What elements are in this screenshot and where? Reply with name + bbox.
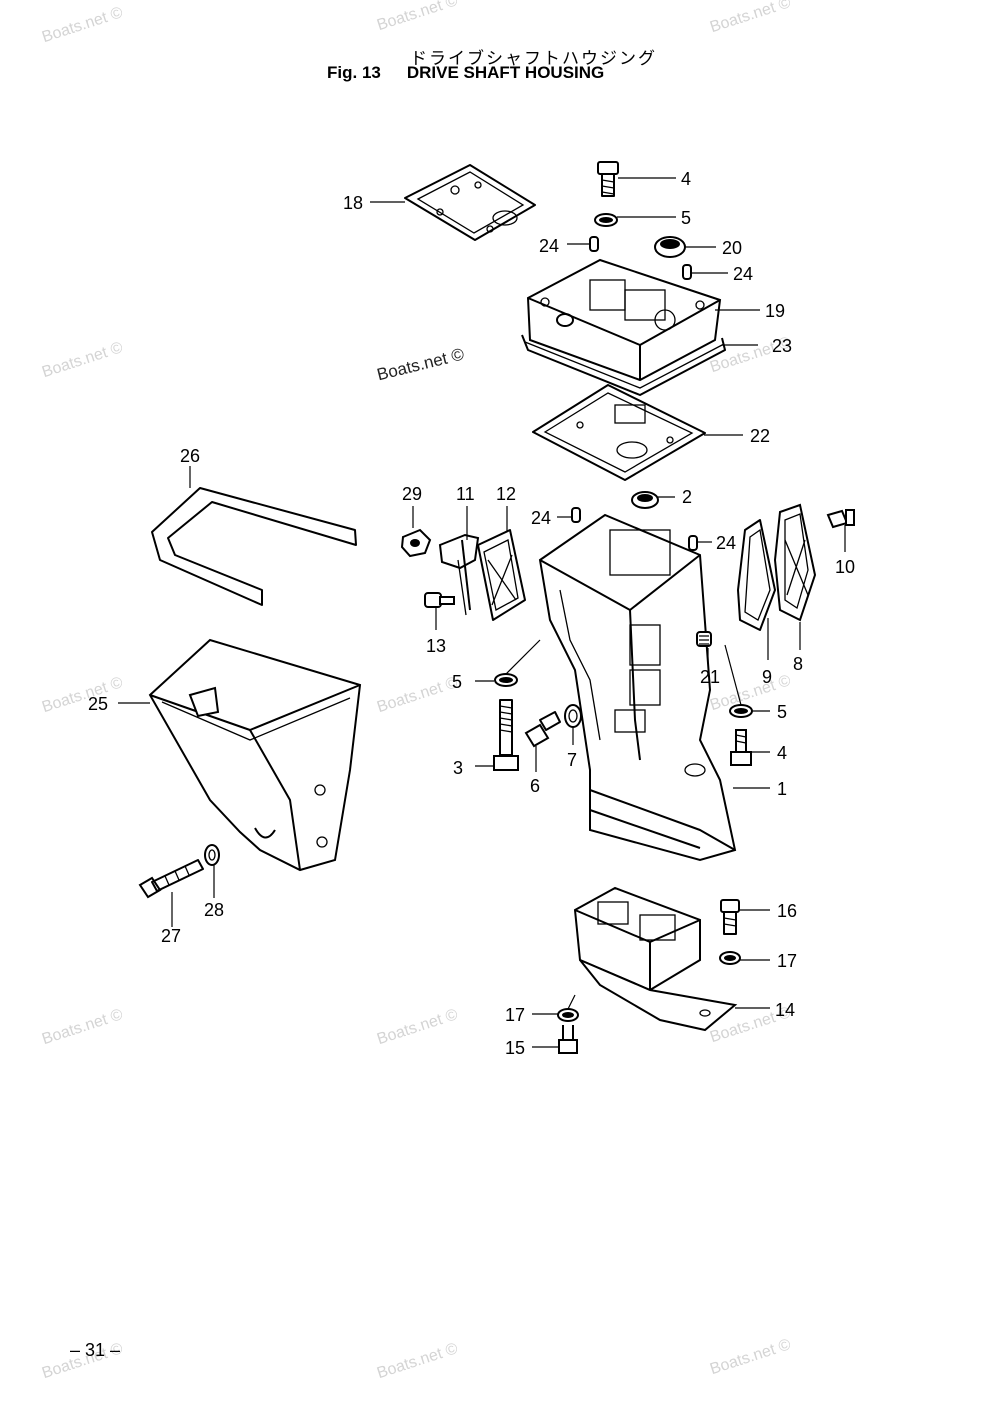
callout-3: 3 [453, 758, 463, 778]
part-29-grommet [400, 528, 432, 558]
part-27-bolt [138, 859, 204, 899]
part-6-bolt [524, 711, 561, 748]
callout-23: 23 [772, 336, 792, 356]
callout-13: 13 [426, 636, 446, 656]
callout-17: 17 [777, 951, 797, 971]
figure-title: Fig. 13 DRIVE SHAFT HOUSING [327, 63, 604, 83]
callout-24: 24 [716, 533, 736, 553]
callout-14: 14 [775, 1000, 795, 1020]
figure-number: Fig. 13 [327, 63, 381, 82]
part-19-mount-plate [526, 258, 722, 382]
callout-27: 27 [161, 926, 181, 946]
part-24-dowel [682, 264, 692, 280]
callout-5: 5 [777, 702, 787, 722]
callout-19: 19 [765, 301, 785, 321]
callout-9: 9 [762, 667, 772, 687]
part-24-dowel [688, 535, 698, 551]
callout-7: 7 [567, 750, 577, 770]
callout-4: 4 [681, 169, 691, 189]
callout-15: 15 [505, 1038, 525, 1058]
part-5-washer [494, 673, 518, 687]
part-1-drive-shaft-housing [538, 513, 737, 862]
callout-24: 24 [539, 236, 559, 256]
callout-24: 24 [531, 508, 551, 528]
callout-17: 17 [505, 1005, 525, 1025]
part-9-gasket [737, 519, 776, 631]
part-18-gasket [404, 164, 536, 241]
callout-2: 2 [682, 487, 692, 507]
part-14-anti-ventilation-plate [573, 886, 738, 1032]
callout-12: 12 [496, 484, 516, 504]
part-23-gasket [521, 334, 726, 396]
part-12-gasket [477, 529, 526, 621]
callout-22: 22 [750, 426, 770, 446]
part-25-lower-cover [148, 638, 362, 872]
callout-16: 16 [777, 901, 797, 921]
part-15-bolt [558, 1025, 578, 1054]
part-10-bolt [826, 509, 855, 529]
part-20-oil-seal [654, 236, 686, 258]
callout-21: 21 [700, 667, 720, 687]
part-24-dowel [571, 507, 581, 523]
part-22-gasket [532, 384, 706, 481]
callout-11: 11 [456, 484, 475, 504]
callout-28: 28 [204, 900, 224, 920]
part-11-bracket [438, 533, 480, 616]
part-8-cover [773, 503, 817, 622]
callout-26: 26 [180, 446, 200, 466]
callout-4: 4 [777, 743, 787, 763]
figure-name: DRIVE SHAFT HOUSING [406, 63, 605, 82]
callout-20: 20 [722, 238, 742, 258]
leader-lines [118, 177, 846, 1048]
part-21-plug [696, 631, 712, 647]
callout-5: 5 [681, 208, 691, 228]
callout-labels: 18 4 5 24 20 24 19 23 22 2 24 24 10 26 2… [88, 169, 855, 1058]
callout-1: 1 [777, 779, 787, 799]
part-17-washer [557, 1008, 579, 1022]
part-4-bolt [730, 729, 752, 766]
callout-6: 6 [530, 776, 540, 796]
callout-10: 10 [835, 557, 855, 577]
part-16-bolt [720, 899, 740, 935]
title-japanese: ドライブシャフトハウジング [410, 49, 657, 69]
part-26-seal-strip [151, 487, 357, 606]
callout-24: 24 [733, 264, 753, 284]
callout-8: 8 [793, 654, 803, 674]
callout-25: 25 [88, 694, 108, 714]
callout-29: 29 [402, 484, 422, 504]
part-5-washer [594, 213, 618, 227]
part-28-washer [204, 844, 220, 866]
part-24-dowel [589, 236, 599, 252]
part-2-seal [631, 491, 659, 509]
part-4-bolt [597, 161, 619, 197]
part-3-bolt [493, 699, 519, 771]
callout-5: 5 [452, 672, 462, 692]
part-7-washer [564, 704, 582, 728]
page-number: – 31 – [70, 1340, 121, 1360]
part-13-bolt [424, 592, 455, 608]
part-5-washer [729, 704, 753, 718]
part-17-washer [719, 951, 741, 965]
callout-18: 18 [343, 193, 363, 213]
